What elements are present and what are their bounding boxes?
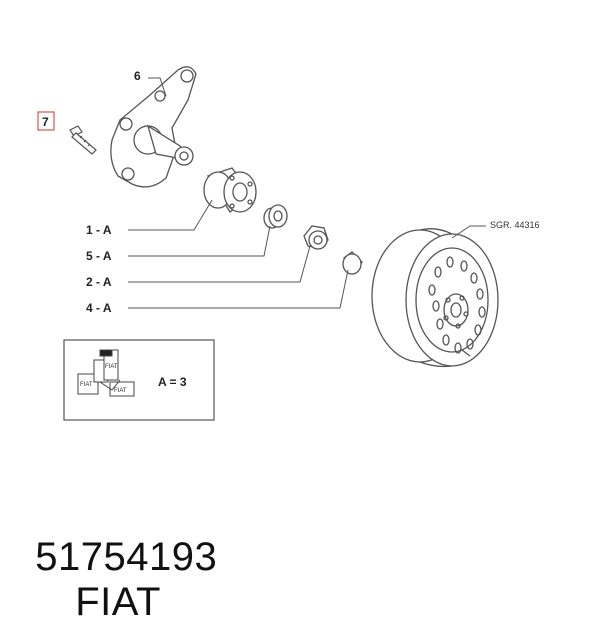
kit-box-tag-2: FIAT	[105, 364, 118, 370]
leader-lines	[128, 77, 486, 309]
callout-1: 1 - A	[86, 223, 112, 237]
kit-box-tag-1: FIAT	[80, 382, 93, 388]
part-5-ring	[263, 204, 288, 229]
kit-box-tag-3: FIAT	[114, 388, 127, 394]
kit-icon	[77, 349, 135, 397]
callout-4: 4 - A	[86, 301, 112, 315]
part-number: 51754193	[35, 535, 218, 579]
part-7-bolt	[69, 125, 97, 155]
callout-6: 6	[134, 69, 141, 83]
wheel-rim	[371, 228, 499, 368]
part-6-hub-carrier	[110, 66, 197, 188]
wheel-label: SGR. 44316	[490, 220, 540, 230]
callout-7: 7	[42, 115, 49, 129]
kit-box-label: A = 3	[158, 375, 187, 389]
part-4-cap	[342, 251, 363, 275]
footer: 51754193 FIAT	[12, 490, 217, 625]
callout-5: 5 - A	[86, 249, 112, 263]
part-2-nut	[303, 225, 329, 250]
exploded-parts-diagram: 6 7 1 - A 5 - A 2 - A 4 - A SGR. 44316 F…	[37, 66, 540, 421]
kit-box: FIAT FIAT FIAT A = 3	[63, 339, 215, 421]
brand-name: FIAT	[75, 580, 161, 624]
callout-2: 2 - A	[86, 275, 112, 289]
callout-7-highlight-box	[37, 111, 55, 131]
part-1-hub-bearing	[203, 167, 257, 213]
